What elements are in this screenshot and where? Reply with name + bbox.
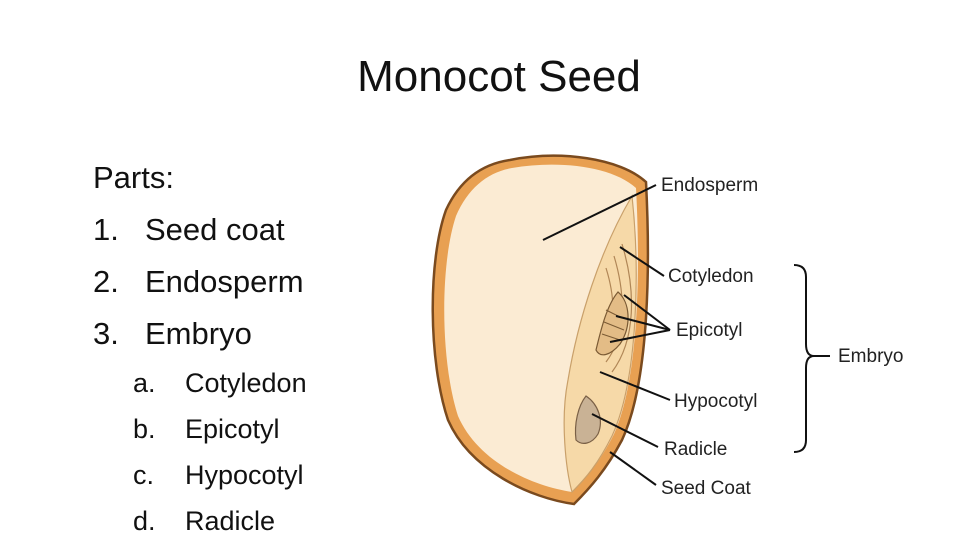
label-hypocotyl: Hypocotyl [674, 391, 757, 412]
sub-list-label: Cotyledon [185, 368, 307, 398]
epicotyl-leader-2 [615, 315, 671, 331]
parts-heading: Parts: [93, 160, 174, 195]
list-label: Seed coat [145, 212, 285, 247]
endosperm-leader [542, 184, 657, 241]
parts-list-panel: Parts: 1. Seed coat 2. Endosperm 3. Embr… [93, 152, 413, 544]
hypocotyl-leader [599, 371, 671, 401]
list-number: 3. [93, 316, 119, 351]
sub-list-item: a. Cotyledon [133, 360, 413, 406]
list-item: 3. Embryo [93, 308, 413, 360]
list-label: Embryo [145, 316, 252, 351]
seed-coat-leader [609, 451, 657, 486]
sub-list-label: Radicle [185, 506, 276, 536]
sub-list-letter: c. [133, 460, 155, 490]
sub-list-letter: a. [133, 368, 156, 398]
radicle-shape [574, 395, 601, 444]
label-embryo: Embryo [838, 346, 903, 367]
label-radicle: Radicle [664, 439, 727, 460]
sub-list-letter: b. [133, 414, 156, 444]
cotyledon-leader [619, 246, 665, 277]
list-item: 1. Seed coat [93, 204, 413, 256]
label-seed-coat: Seed Coat [661, 478, 752, 499]
label-endosperm: Endosperm [661, 175, 758, 196]
leader-lines [542, 184, 671, 486]
label-epicotyl: Epicotyl [676, 320, 743, 341]
slide-title: Monocot Seed [357, 52, 641, 101]
sub-list-label: Epicotyl [185, 414, 280, 444]
sub-list-item: c. Hypocotyl [133, 452, 413, 498]
list-label: Endosperm [145, 264, 304, 299]
embryo-subparts-list: a. Cotyledon b. Epicotyl c. Hypocotyl d.… [93, 360, 413, 544]
sub-list-label: Hypocotyl [185, 460, 304, 490]
sub-list-item: d. Radicle [133, 498, 413, 544]
radicle-leader [591, 413, 659, 448]
list-number: 1. [93, 212, 119, 247]
sub-list-item: b. Epicotyl [133, 406, 413, 452]
epicotyl-leader-1 [623, 294, 671, 331]
embryo-bracket [793, 264, 815, 453]
label-cotyledon: Cotyledon [668, 266, 754, 287]
parts-list: 1. Seed coat 2. Endosperm 3. Embryo [93, 204, 413, 360]
sub-list-letter: d. [133, 506, 156, 536]
list-item: 2. Endosperm [93, 256, 413, 308]
epicotyl-leader-3 [609, 329, 671, 343]
list-number: 2. [93, 264, 119, 299]
